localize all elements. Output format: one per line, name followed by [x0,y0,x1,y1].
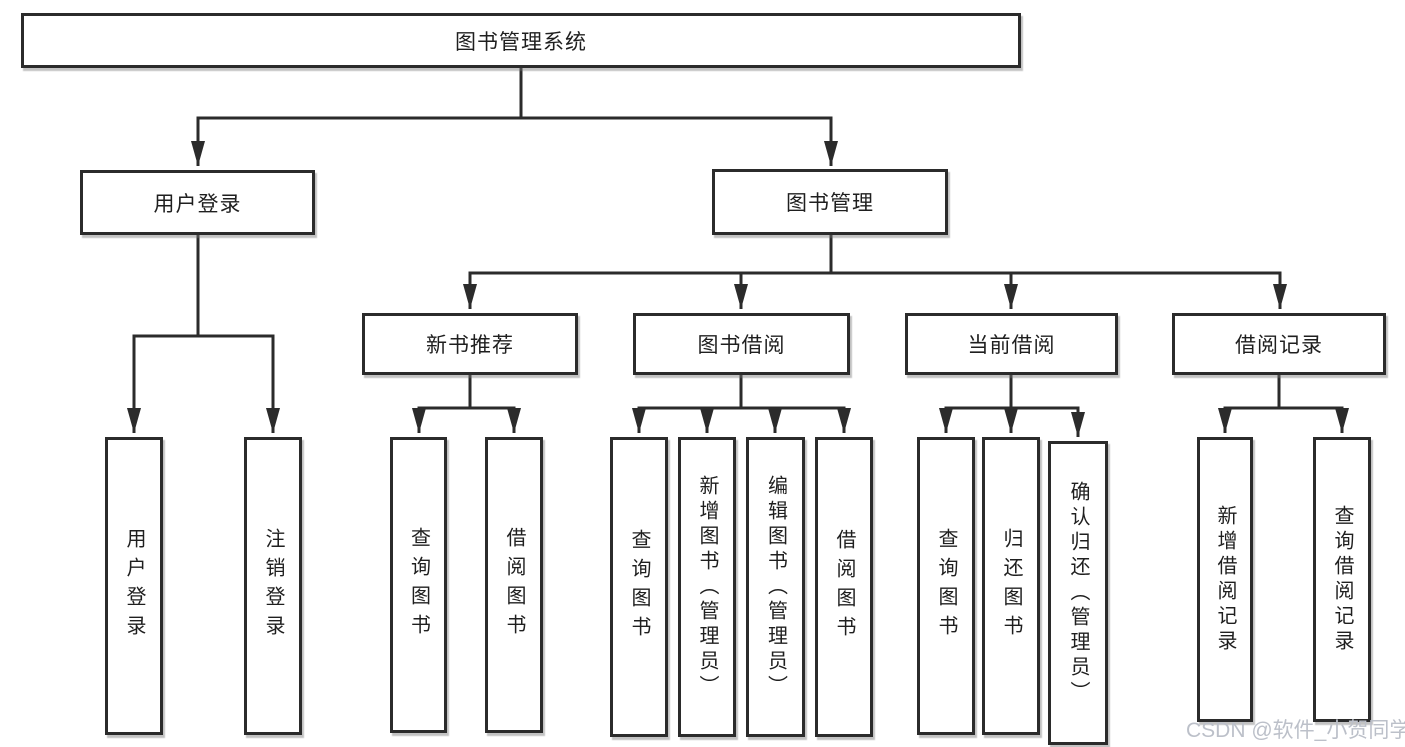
leaf-add-borrow-record: 新增借阅记录 [1197,437,1253,722]
leaf-label: 查询借阅记录 [1331,504,1353,655]
node-book-management-system: 图书管理系统 [21,13,1021,68]
leaf-borrow-books: 借阅图书 [485,437,543,733]
leaf-label: 借阅图书 [503,527,525,643]
node-book-borrow: 图书借阅 [633,313,850,375]
leaf-label: 编辑图书（管理员） [764,474,787,700]
node-current-borrow: 当前借阅 [905,313,1118,375]
leaf-query-borrow-record: 查询借阅记录 [1313,437,1371,722]
leaf-confirm-return-admin: 确认归还（管理员） [1048,441,1108,745]
node-label: 图书借阅 [697,334,786,357]
leaf-edit-books-admin: 编辑图书（管理员） [746,437,805,737]
leaf-user-login: 用户登录 [105,437,163,735]
node-label: 当前借阅 [967,334,1056,357]
leaf-logout: 注销登录 [244,437,302,735]
node-borrow-records: 借阅记录 [1172,313,1386,375]
node-label: 新书推荐 [426,334,514,357]
watermark: CSDN @软件_小贺同学 [1186,719,1405,742]
leaf-label: 查询图书 [935,528,957,644]
leaf-query-books: 查询图书 [390,437,447,733]
leaf-label: 查询图书 [628,529,650,645]
leaf-label: 新增借阅记录 [1214,504,1236,655]
leaf-add-books-admin: 新增图书（管理员） [678,437,736,737]
node-user-login: 用户登录 [80,170,315,235]
leaf-label: 查询图书 [407,527,430,643]
leaf-label: 用户登录 [123,528,145,644]
leaf-return-books: 归还图书 [982,437,1040,735]
node-label: 用户登录 [153,192,242,216]
leaf-borrow-books: 借阅图书 [815,437,873,737]
node-label: 图书管理 [786,192,874,215]
leaf-query-books: 查询图书 [917,437,975,735]
node-label: 图书管理系统 [455,30,587,54]
leaf-label: 注销登录 [262,528,284,644]
leaf-label: 新增图书（管理员） [696,474,718,700]
node-label: 借阅记录 [1235,334,1323,357]
node-new-book-recommend: 新书推荐 [362,313,578,375]
leaf-label: 确认归还（管理员） [1067,480,1089,706]
leaf-label: 借阅图书 [833,529,855,645]
leaf-label: 归还图书 [1000,528,1022,644]
leaf-query-books: 查询图书 [610,437,668,737]
node-book-management: 图书管理 [712,169,948,235]
